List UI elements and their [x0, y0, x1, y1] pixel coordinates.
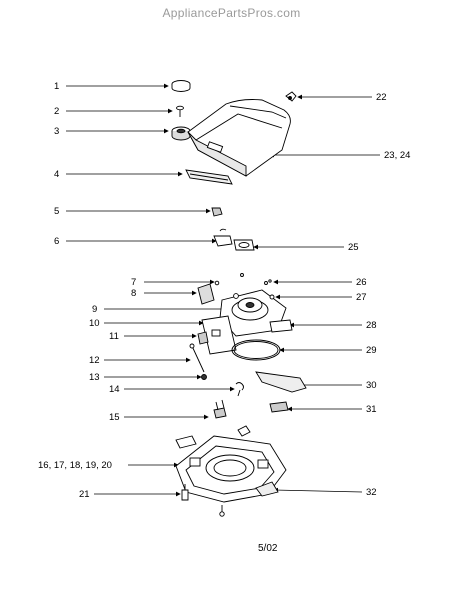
part-4-lens — [185, 169, 233, 185]
part-8-bracket — [197, 283, 215, 305]
part-3-knob — [171, 126, 191, 141]
callout-22: 22 — [376, 92, 387, 103]
part-15-wheel — [213, 399, 227, 419]
callout-5: 5 — [54, 206, 60, 217]
part-small-bracket — [175, 435, 197, 449]
part-26-screws — [240, 273, 272, 285]
callout-4: 4 — [54, 169, 60, 180]
part-30-guard — [255, 371, 307, 393]
part-6-switch — [213, 228, 233, 247]
part-22-clip — [285, 91, 297, 102]
callout-1: 1 — [54, 81, 60, 92]
callout-31: 31 — [366, 404, 377, 415]
callout-6: 6 — [54, 236, 60, 247]
callout-29: 29 — [366, 345, 377, 356]
callout-9: 9 — [92, 304, 98, 315]
part-13-nut — [201, 374, 207, 380]
part-2-screw — [176, 105, 184, 117]
part-16-20-base — [175, 435, 287, 503]
callout-14: 14 — [109, 384, 120, 395]
watermark: AppliancePartsPros.com — [162, 6, 301, 20]
callout-7: 7 — [131, 277, 137, 288]
part-1-cap — [171, 80, 191, 92]
callout-27: 27 — [356, 292, 367, 303]
part-14-spring — [235, 382, 244, 397]
callout-28: 28 — [366, 320, 377, 331]
part-23-24-hood — [187, 99, 291, 177]
part-5-bracket — [211, 207, 223, 217]
part-31-wheel — [269, 401, 289, 413]
callout-21: 21 — [79, 489, 90, 500]
part-12-rod — [189, 343, 205, 373]
part-9-motor — [219, 289, 287, 337]
part-25-plate — [233, 239, 255, 251]
revision-code: 5/02 — [258, 543, 278, 554]
callout-25: 25 — [348, 242, 359, 253]
callout-30: 30 — [366, 380, 377, 391]
callout-12: 12 — [89, 355, 100, 366]
callout-32: 32 — [366, 487, 377, 498]
callout-2: 2 — [54, 106, 60, 117]
part-11 — [197, 331, 209, 345]
leader-32 — [273, 487, 363, 493]
callout-8: 8 — [131, 288, 137, 299]
callout-11: 11 — [109, 331, 119, 342]
callout-23-24: 23, 24 — [384, 150, 411, 161]
part-28-holder — [269, 319, 293, 333]
part-small-bracket-right — [237, 425, 251, 437]
callout-3: 3 — [54, 126, 60, 137]
part-10-board — [201, 315, 237, 355]
callout-13: 13 — [89, 372, 100, 383]
callout-10: 10 — [89, 318, 100, 329]
callout-16-20: 16, 17, 18, 19, 20 — [38, 460, 112, 471]
part-29-belt — [231, 339, 281, 361]
callout-15: 15 — [109, 412, 120, 423]
callout-26: 26 — [356, 277, 367, 288]
part-7-screw — [214, 280, 220, 286]
part-32-cover — [255, 481, 279, 497]
part-bottom-screw — [219, 505, 225, 517]
part-21-clip — [181, 484, 189, 501]
